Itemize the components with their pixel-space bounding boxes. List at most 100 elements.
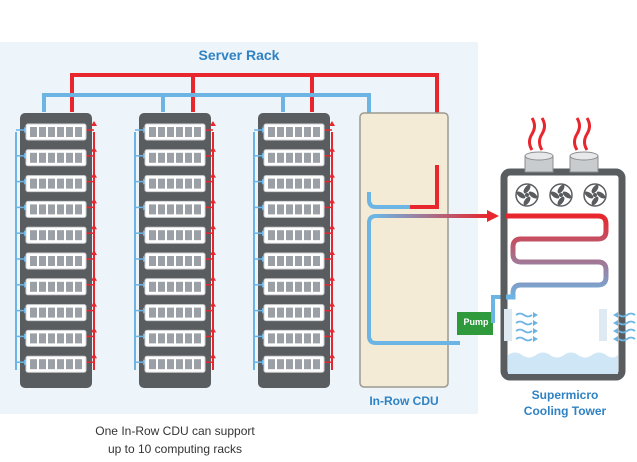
drive-bay	[277, 127, 284, 137]
pump-label: Pump	[463, 317, 489, 327]
server-unit	[263, 329, 325, 347]
drive-bay	[176, 333, 183, 344]
drive-bay	[66, 281, 73, 292]
drive-bay	[304, 281, 311, 292]
drive-bay	[48, 152, 55, 163]
fan-blade	[523, 184, 531, 194]
drive-bay	[57, 359, 64, 370]
airflow-wave	[618, 328, 636, 334]
drive-bay	[277, 230, 284, 241]
drive-bay	[185, 256, 192, 266]
hot-return-arrow	[91, 198, 97, 204]
exhaust-stacks	[524, 151, 599, 173]
drive-bay	[176, 307, 183, 318]
airflow-arrow	[533, 320, 538, 326]
drive-bay	[48, 178, 55, 189]
drive-bay	[48, 230, 55, 241]
airflow-right	[599, 309, 636, 342]
fan-hub	[559, 193, 563, 197]
drive-bay	[313, 178, 320, 189]
airflow-left	[504, 309, 538, 342]
drive-bay	[185, 230, 192, 241]
drive-bay	[39, 127, 46, 137]
drive-bay	[158, 178, 165, 189]
drive-bay	[194, 127, 201, 137]
server-unit	[144, 226, 206, 244]
airflow-arrow	[613, 336, 618, 342]
fan-blade	[523, 196, 531, 206]
airflow-arrow	[533, 336, 538, 342]
drive-bay	[268, 178, 275, 189]
drive-bay	[48, 359, 55, 370]
hot-return-arrow	[91, 250, 97, 255]
drive-bay	[313, 281, 320, 292]
drive-bay	[75, 307, 82, 318]
hot-return-arrow	[329, 275, 335, 281]
drive-bay	[66, 152, 73, 163]
drive-bay	[295, 333, 302, 344]
server-unit	[25, 175, 87, 193]
server-unit	[25, 200, 87, 218]
cooling-tower-label-line2: Cooling Tower	[523, 404, 607, 418]
drive-bay	[158, 281, 165, 292]
airflow-wave	[618, 320, 636, 326]
in-row-cdu-label: In-Row CDU	[369, 394, 439, 408]
cdu-warm-transfer	[410, 165, 439, 209]
drive-bay	[66, 333, 73, 344]
server-unit	[25, 123, 87, 141]
drive-bay	[194, 152, 201, 163]
drive-bay	[268, 281, 275, 292]
drive-bay	[176, 359, 183, 370]
drive-bay	[176, 152, 183, 163]
stack-right-rim	[569, 151, 599, 161]
drive-bay	[39, 256, 46, 266]
cooling-tower-label-line1: Supermicro	[531, 388, 599, 402]
drive-bay	[268, 359, 275, 370]
tower-coil	[506, 213, 609, 300]
fan-blade	[591, 196, 599, 206]
drive-bay	[185, 333, 192, 344]
drive-bay	[149, 333, 156, 344]
server-unit	[263, 226, 325, 244]
drive-bay	[185, 359, 192, 370]
drive-bay	[268, 127, 275, 137]
drive-bay	[295, 256, 302, 266]
rack-1	[15, 113, 97, 388]
drive-bay	[48, 127, 55, 137]
drive-bay	[167, 256, 174, 266]
fan-blade	[596, 191, 606, 199]
hot-return-arrow	[91, 224, 97, 230]
server-unit	[263, 355, 325, 373]
drive-bay	[48, 307, 55, 318]
hot-return-arrow	[210, 353, 216, 359]
drive-bay	[176, 256, 183, 266]
server-unit	[144, 123, 206, 141]
server-unit	[263, 278, 325, 296]
airflow-wave	[618, 312, 636, 318]
airflow-wave	[515, 328, 533, 334]
drive-bay	[268, 230, 275, 241]
drive-bay	[149, 359, 156, 370]
drive-bay	[75, 178, 82, 189]
drive-bay	[286, 230, 293, 241]
drive-bay	[286, 204, 293, 215]
drive-bay	[48, 204, 55, 215]
drive-bay	[304, 204, 311, 215]
airflow-wave	[618, 336, 636, 342]
fan-icon	[583, 183, 607, 207]
hot-return-arrow	[210, 146, 216, 152]
drive-bay	[194, 281, 201, 292]
drive-bay	[295, 178, 302, 189]
drive-bay	[185, 178, 192, 189]
drive-bay	[30, 230, 37, 241]
server-unit	[263, 123, 325, 141]
drive-bay	[30, 333, 37, 344]
airflow-arrow	[533, 328, 538, 334]
server-unit	[263, 149, 325, 167]
server-unit	[144, 200, 206, 218]
fan-blade	[557, 184, 565, 194]
server-unit	[25, 226, 87, 244]
drive-bay	[286, 333, 293, 344]
drive-bay	[185, 281, 192, 292]
